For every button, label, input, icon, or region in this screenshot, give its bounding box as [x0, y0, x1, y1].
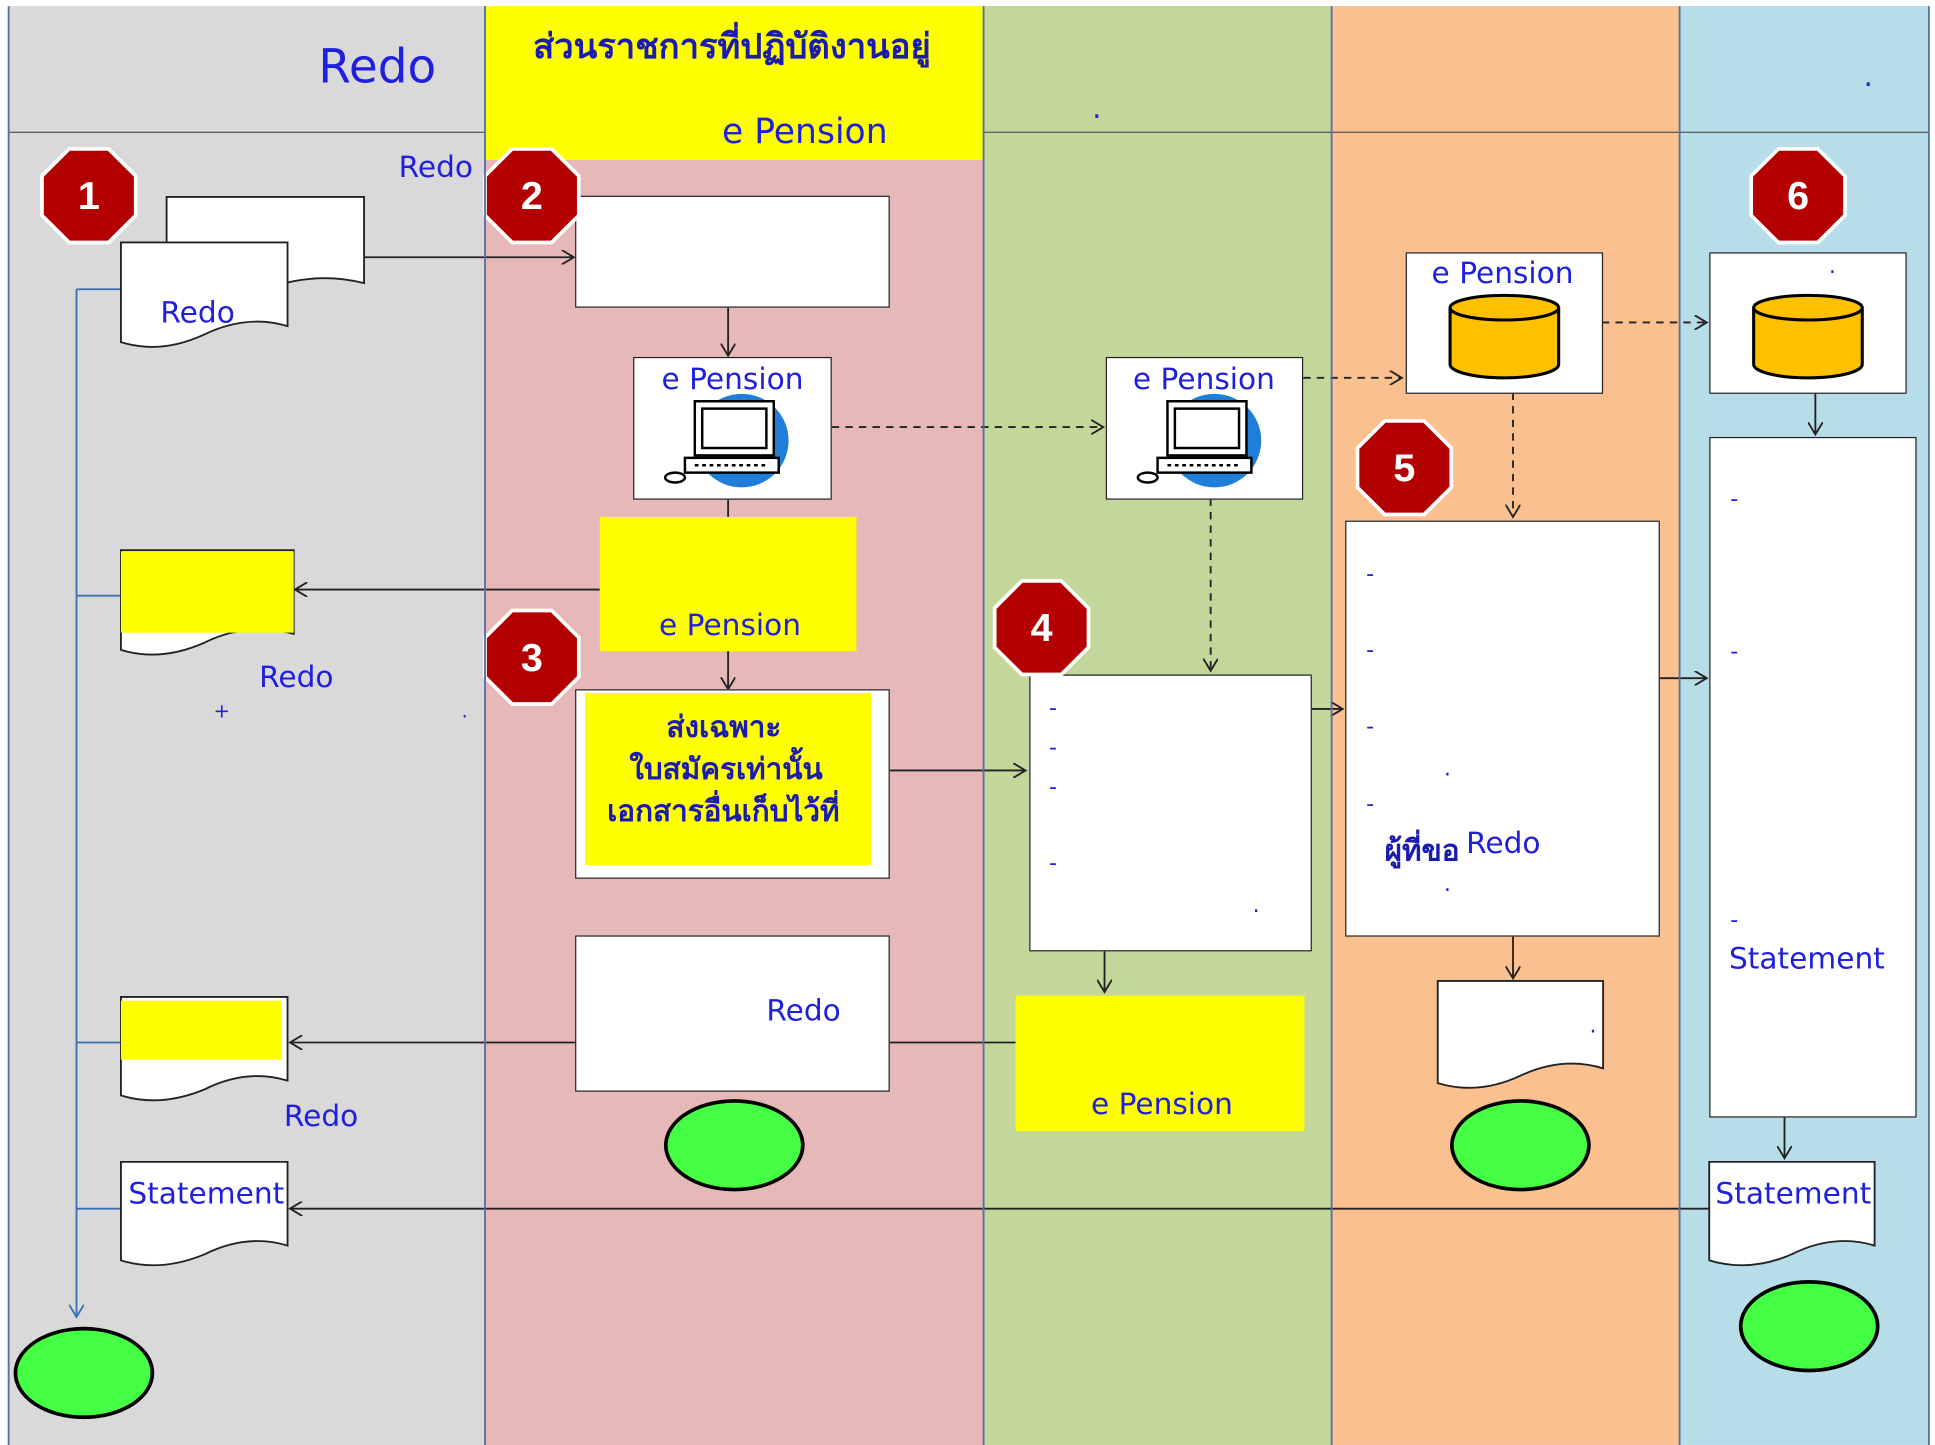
- terminal-lane4: [1450, 1099, 1591, 1192]
- lane3-dash-2: -: [1048, 734, 1058, 761]
- lane4-requester-thai: ผู้ที่ขอ: [1384, 833, 1460, 868]
- lane-header-agency: [485, 6, 984, 161]
- agency-epension-label: e Pension: [661, 361, 804, 397]
- lane4-dot-1: .: [1443, 755, 1451, 782]
- doc2-highlight: [120, 551, 294, 633]
- svg-text:3: 3: [521, 636, 543, 680]
- terminal-agency: [663, 1099, 805, 1192]
- computer-icon-2: [1136, 393, 1262, 488]
- svg-text:2: 2: [521, 174, 543, 218]
- lane-header-3: [983, 6, 1332, 133]
- lane3-dot: .: [1252, 892, 1260, 919]
- doc-shape-lane5: [1708, 1160, 1876, 1267]
- lane5-db-label: .: [1828, 253, 1837, 280]
- agency-send-line2: ใบสมัครเท่านั้น: [629, 752, 823, 787]
- doc-shape-lane4: [1436, 980, 1605, 1089]
- lane4-db-label: e Pension: [1431, 256, 1574, 291]
- lane3-dash-1: -: [1048, 695, 1058, 722]
- agency-notify-box: [599, 516, 857, 652]
- svg-text:1: 1: [78, 174, 100, 218]
- doc2-note-dot: .: [461, 699, 468, 723]
- lane-header-4: [1331, 6, 1680, 133]
- step-badge-4: 4: [992, 579, 1091, 677]
- terminal-applicant: [13, 1326, 155, 1420]
- lane-header-5: [1679, 6, 1929, 133]
- doc3-label: Redo: [283, 1099, 359, 1134]
- lane4-doc-dot: .: [1589, 1012, 1597, 1039]
- lane4-dash-1: -: [1366, 561, 1375, 588]
- lane-header-applicant: [8, 6, 486, 133]
- agency-send-line1: ส่งเฉพาะ: [666, 710, 782, 745]
- doc-shape-4: [120, 1160, 289, 1267]
- doc2-note-plus: +: [213, 699, 231, 723]
- computer-icon: [663, 393, 789, 488]
- lane5-statement-label: Statement: [1728, 941, 1885, 977]
- lane1-title: Redo: [318, 39, 437, 94]
- lane3-checklist-box: [1029, 674, 1312, 952]
- database-icon-2: [1752, 293, 1864, 380]
- lane4-checklist-box: [1345, 520, 1660, 937]
- step-badge-1: 1: [40, 147, 138, 245]
- lane2-title-thai: ส่วนราชการที่ปฏิบัติงานอยู่: [533, 25, 931, 67]
- lane5-doc-label: Statement: [1715, 1176, 1872, 1212]
- step-badge-3: 3: [483, 608, 581, 706]
- svg-text:6: 6: [1787, 174, 1809, 218]
- agency-notify-label: e Pension: [659, 608, 802, 643]
- agency-redo-label: Redo: [766, 993, 841, 1028]
- agency-receive-box: [575, 195, 890, 308]
- lane3-dash-4: -: [1048, 850, 1058, 877]
- lane4-dash-4: -: [1366, 791, 1375, 818]
- agency-send-line3: เอกสารอื่นเก็บไว้ที่: [607, 793, 840, 829]
- lane5-checklist-box: [1709, 436, 1917, 1118]
- doc-shape-1-front: [120, 241, 289, 348]
- step-badge-2: 2: [483, 147, 581, 245]
- doc1-label: Redo: [160, 295, 235, 330]
- lane4-requester-redo: Redo: [1466, 825, 1541, 861]
- lane5-dash-3: -: [1730, 907, 1739, 933]
- lane4-dot-2: .: [1443, 871, 1451, 898]
- lane3-title: .: [1092, 91, 1102, 126]
- lane1-top-label: Redo: [398, 150, 474, 185]
- terminal-lane5: [1738, 1280, 1880, 1373]
- lane3-notify-box: [1015, 995, 1305, 1132]
- lane3-epension-label: e Pension: [1132, 361, 1275, 397]
- svg-text:5: 5: [1393, 446, 1415, 490]
- lane5-dash-1: -: [1730, 486, 1739, 513]
- lane3-dash-3: -: [1048, 774, 1058, 801]
- svg-text:4: 4: [1031, 606, 1053, 650]
- doc3-highlight: [120, 1000, 282, 1060]
- lane4-dash-2: -: [1366, 637, 1375, 664]
- lane5-title: .: [1863, 59, 1873, 94]
- doc2-label: Redo: [259, 659, 334, 695]
- lane5-dash-2: -: [1730, 638, 1739, 665]
- agency-send-highlight: [584, 692, 872, 866]
- doc4-label: Statement: [128, 1176, 285, 1212]
- lane2-title-sub: e Pension: [721, 110, 888, 152]
- agency-redo-box: [575, 935, 890, 1092]
- step-badge-6: 6: [1749, 147, 1847, 245]
- step-badge-5: 5: [1355, 419, 1454, 517]
- database-icon: [1448, 293, 1561, 380]
- lane3-notify-label: e Pension: [1090, 1086, 1233, 1122]
- lane4-dash-3: -: [1366, 713, 1375, 740]
